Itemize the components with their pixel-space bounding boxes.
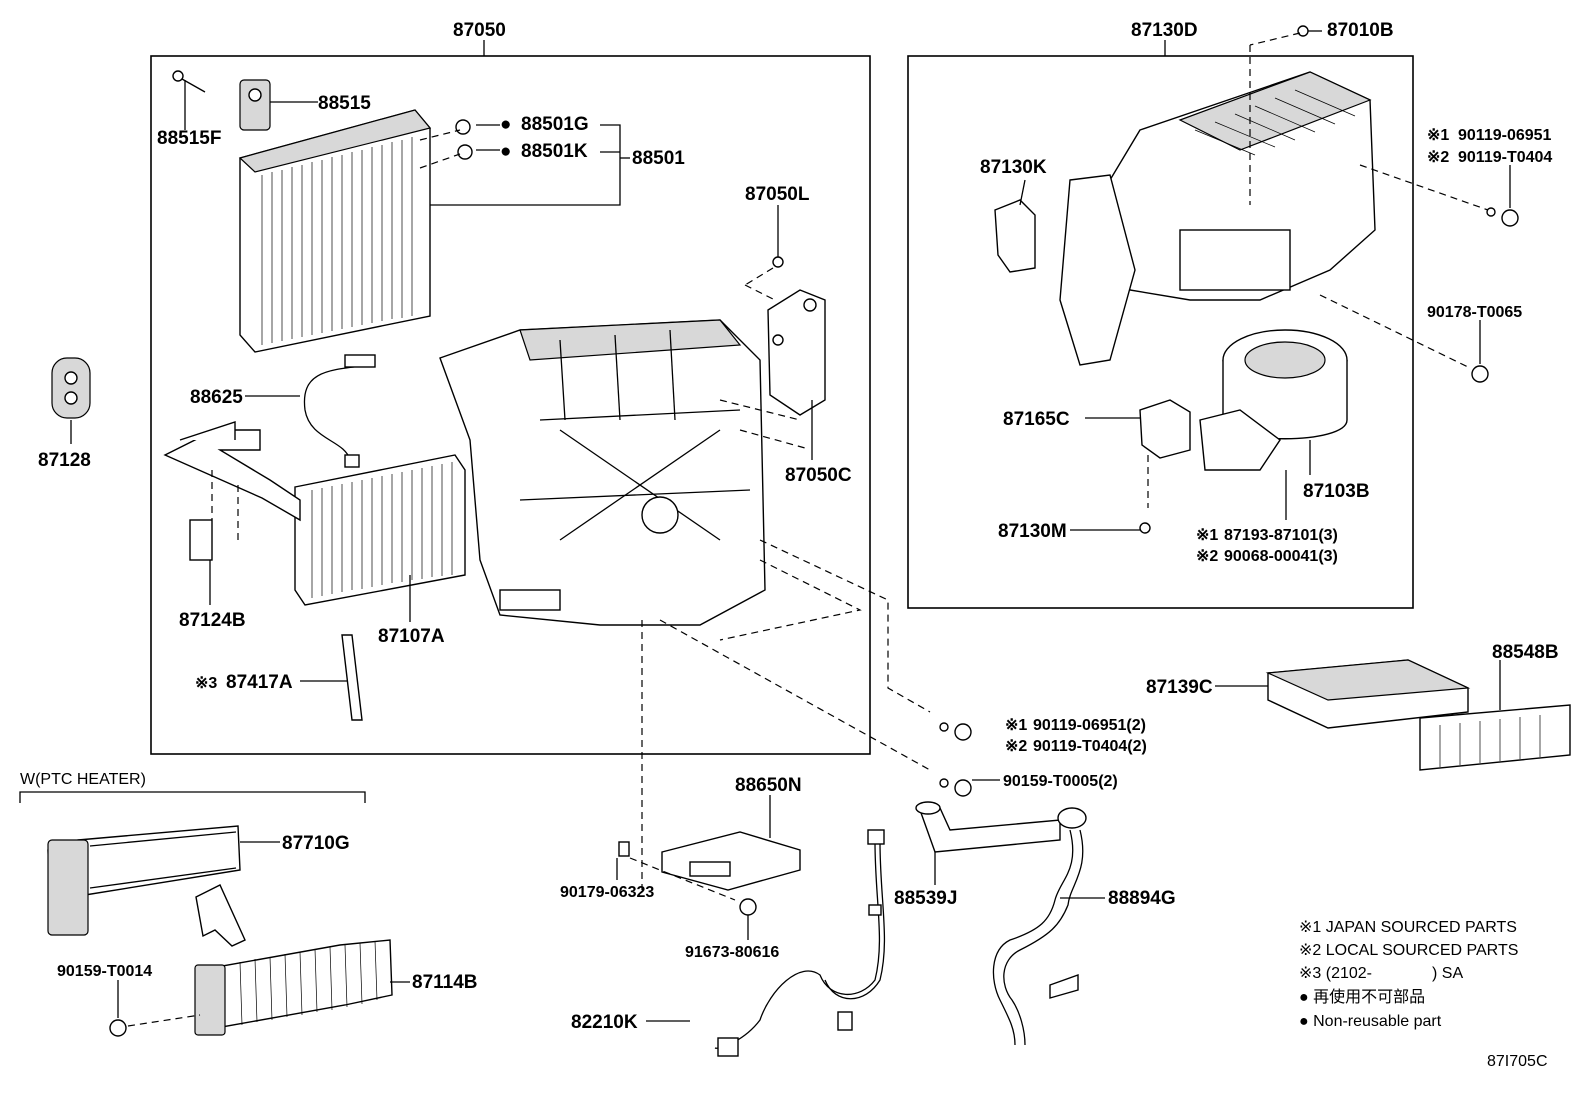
servo-motor (767, 289, 826, 416)
label-87417A: 87417A (226, 672, 293, 693)
label-87139C: 87139C (1146, 677, 1213, 698)
mark-90119-mid-1: ※1 (1005, 717, 1027, 734)
label-88501K: 88501K (521, 141, 588, 162)
dot-88501K: ● (500, 141, 511, 162)
drain-hose-88539J (915, 801, 1061, 853)
ptc-arrow (195, 884, 246, 947)
blower-washer (1471, 365, 1489, 383)
label-90178: 90178-T0065 (1427, 304, 1522, 321)
label-88501G: 88501G (521, 114, 589, 135)
mark-90119-top-1: ※1 (1427, 127, 1449, 144)
legend-nonreusable-jp: ● 再使用不可部品 (1299, 988, 1425, 1006)
resistor-screw (1139, 522, 1151, 534)
mark-90119-mid-2: ※2 (1005, 738, 1027, 755)
label-87130D: 87130D (1131, 20, 1198, 41)
blower-motor (1199, 329, 1348, 471)
label-90068: 90068-00041(3) (1224, 548, 1338, 565)
legend-note-3-prefix: ※3 (2102- (1299, 965, 1372, 982)
label-88515: 88515 (318, 93, 371, 114)
housing-screw-1 (939, 722, 972, 741)
legend-note-1: ※1 JAPAN SOURCED PARTS (1299, 919, 1517, 936)
legend-nonreusable-en: ● Non-reusable part (1299, 1013, 1442, 1030)
mark-90119-top-2: ※2 (1427, 149, 1449, 166)
clip-90179 (618, 841, 630, 857)
label-87050: 87050 (453, 20, 506, 41)
label-87130M: 87130M (998, 521, 1067, 542)
mark-90068: ※2 (1196, 548, 1218, 565)
label-87165C: 87165C (1003, 409, 1070, 430)
blower-screw-top (1297, 25, 1322, 37)
label-87193: 87193-87101(3) (1224, 527, 1338, 544)
blower-case (1059, 71, 1376, 366)
label-87010B: 87010B (1327, 20, 1394, 41)
legend-note-3-suffix: ) SA (1432, 965, 1463, 982)
label-88650N: 88650N (735, 775, 802, 796)
label-88625: 88625 (190, 387, 243, 408)
pipe-clip (189, 470, 239, 561)
ac-control-unit (661, 831, 801, 891)
label-87130K: 87130K (980, 157, 1047, 178)
label-88894G: 88894G (1108, 888, 1176, 909)
label-ptc-heater: W(PTC HEATER) (20, 771, 146, 788)
evaporator-core (238, 109, 432, 353)
dot-88501G: ● (500, 114, 511, 135)
label-90119-top-1: 90119-06951 (1458, 127, 1552, 144)
air-filter (1265, 659, 1471, 729)
label-87103B: 87103B (1303, 481, 1370, 502)
mark-87417A: ※3 (195, 675, 217, 692)
seal-strip (341, 634, 363, 721)
label-88515F: 88515F (157, 128, 221, 149)
label-87050C: 87050C (785, 465, 852, 486)
valve-bolt (172, 70, 206, 93)
mark-87193: ※1 (1196, 527, 1218, 544)
label-91673: 91673-80616 (685, 944, 779, 961)
label-90159-T0005: 90159-T0005(2) (1003, 773, 1118, 790)
label-88539J: 88539J (894, 888, 957, 909)
label-87114B: 87114B (412, 972, 478, 993)
drain-hose-88894G (992, 807, 1087, 1046)
legend-note-2: ※2 LOCAL SOURCED PARTS (1299, 942, 1518, 959)
blower-bracket (994, 199, 1036, 273)
expansion-valve (239, 79, 271, 131)
o-rings (455, 119, 473, 160)
label-87050L: 87050L (745, 184, 810, 205)
label-87124B: 87124B (179, 610, 246, 631)
label-88548B: 88548B (1492, 642, 1559, 663)
label-90119-mid-2: 90119-T0404(2) (1033, 738, 1147, 755)
air-conditioning-housing (439, 319, 766, 626)
label-87710G: 87710G (282, 833, 350, 854)
evaporator-unit-frame (150, 55, 871, 755)
ptc-heater-87114B (194, 939, 393, 1036)
figure-code: 87I705C (1487, 1053, 1548, 1070)
grommet (51, 357, 91, 419)
bolt-91673 (739, 898, 757, 916)
label-82210K: 82210K (571, 1012, 638, 1033)
blower-unit-frame (907, 55, 1414, 609)
blower-screw-side (1486, 207, 1519, 227)
heater-core (163, 421, 466, 606)
ptc-screw (109, 1019, 127, 1037)
temperature-sensor (303, 354, 376, 468)
label-90179: 90179-06323 (560, 884, 654, 901)
label-87128: 87128 (38, 450, 91, 471)
wire-harness (714, 829, 886, 1057)
housing-screw-2 (939, 778, 972, 797)
screw (772, 256, 784, 268)
filter-cover (1419, 704, 1571, 771)
label-87107A: 87107A (378, 626, 445, 647)
label-88501: 88501 (632, 148, 685, 169)
label-90119-mid-1: 90119-06951(2) (1033, 717, 1146, 734)
ptc-heater-87710G (47, 825, 241, 936)
ptc-heater-bracket (19, 791, 366, 803)
blower-resistor (1139, 399, 1191, 459)
label-90159-T0014: 90159-T0014 (57, 963, 152, 980)
label-90119-top-2: 90119-T0404 (1458, 149, 1552, 166)
